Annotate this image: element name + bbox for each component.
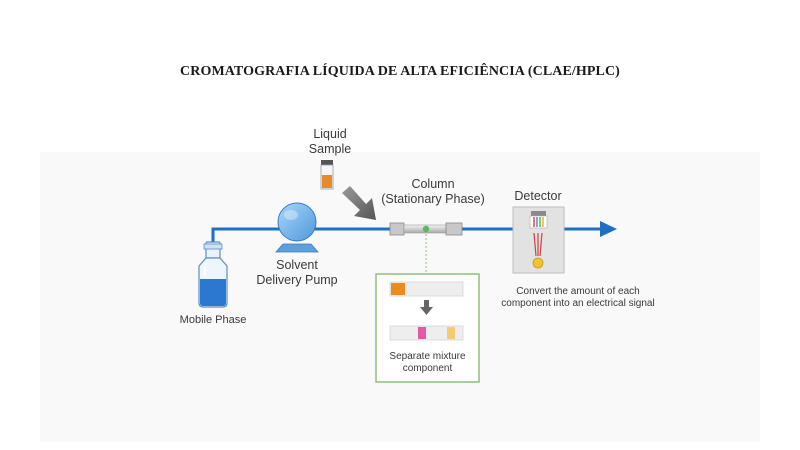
liquid-sample-label-line1: Liquid	[313, 127, 347, 141]
solvent-pump-label-line1: Solvent	[276, 258, 318, 272]
column-label: Column (Stationary Phase)	[358, 177, 508, 207]
sample-vial-icon	[320, 160, 334, 190]
pump-icon	[275, 202, 319, 253]
band-orange	[391, 283, 405, 295]
band-pink	[418, 327, 426, 339]
liquid-sample-label-line2: Sample	[308, 142, 352, 156]
detector-label: Detector	[514, 189, 562, 203]
separation-caption: Separate mixture component	[376, 351, 479, 375]
column-label-line1: Column	[411, 177, 455, 191]
detector-caption-line1: Convert the amount of each	[516, 286, 640, 297]
flow-arrowhead-icon	[600, 221, 617, 237]
liquid-sample-label: Liquid Sample	[300, 127, 360, 157]
separation-caption-line1: Separate mixture	[389, 351, 466, 362]
bottle-icon	[198, 241, 228, 308]
flow-line	[211, 221, 617, 244]
down-arrow-icon	[420, 300, 433, 315]
separation-inset	[375, 273, 480, 383]
band-strip-mixed	[389, 281, 464, 297]
detector-caption: Convert the amount of each component int…	[478, 286, 678, 310]
solvent-pump-label-line2: Delivery Pump	[256, 273, 338, 287]
band-strip-separated	[389, 325, 464, 341]
band-yellow	[447, 327, 455, 339]
detector-icon	[512, 206, 565, 274]
separation-caption-line2: component	[402, 363, 453, 374]
column-icon	[389, 222, 463, 236]
solvent-pump-label: Solvent Delivery Pump	[237, 258, 357, 288]
diagram-title: CROMATOGRAFIA LÍQUIDA DE ALTA EFICIÊNCIA…	[180, 64, 620, 79]
column-label-line2: (Stationary Phase)	[381, 192, 485, 206]
detector-caption-line2: component into an electrical signal	[501, 298, 655, 309]
arrow-icon	[342, 186, 376, 220]
mobile-phase-label: Mobile Phase	[179, 314, 247, 326]
